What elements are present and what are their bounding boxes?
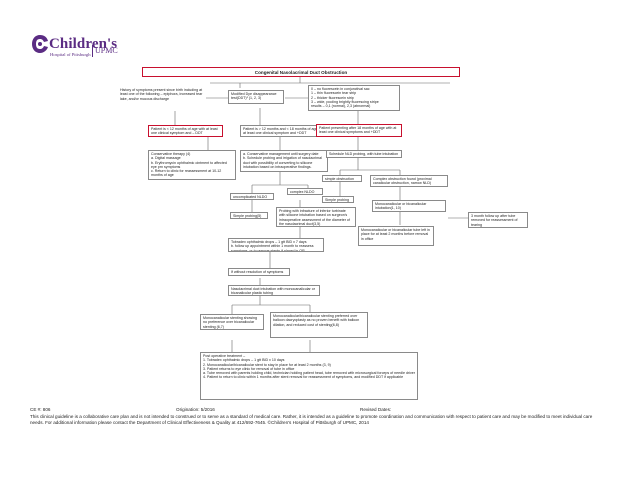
patient-12-18-box: Patient is > 12 months and < 18 months o… bbox=[240, 125, 328, 137]
origination-date: Origination: 5/2016 bbox=[176, 407, 215, 412]
mono-bi-preferred-box: Monocanalicular/bicanalicular stenting p… bbox=[270, 312, 368, 338]
ddt-test-box: Modified Dye disappearance test(DDT)¹ (1… bbox=[228, 90, 284, 104]
tobradex-box: Tobradex ophthalmic drops – 1 gtt BID x … bbox=[228, 238, 324, 252]
tube-in-place-box: Monocanalicular or bicanalicular tube le… bbox=[358, 226, 434, 246]
patient-over-18-box: Patient presenting after 18 months of ag… bbox=[316, 124, 402, 137]
simple-probing-b-box: Simple probing bbox=[322, 196, 354, 203]
no-resolution-box: If without resolution of symptoms bbox=[228, 268, 290, 276]
footer-disclaimer: This clinical guideline is a collaborati… bbox=[30, 414, 593, 425]
flowchart-title: Congenital Nasolacrimal Duct Obstruction bbox=[142, 67, 460, 77]
schedule-nld-box: Schedule NLD probing, with tube intubati… bbox=[326, 150, 402, 158]
ce-number: CE #: 806 bbox=[30, 407, 51, 412]
logo-hospital: Hospital of Pittsburgh bbox=[50, 52, 91, 57]
logo-upmc: UPMC bbox=[95, 46, 118, 55]
postop-box: Post operative treatment – 1. Tobradex o… bbox=[200, 352, 418, 400]
conservative-mgmt-box: a. Conservative management until surgery… bbox=[240, 150, 328, 172]
simple-probing-a-box: Simple probing(5) bbox=[230, 212, 268, 219]
nasolacrimal-intubation-box: Nasolacrimal duct intubation with monoca… bbox=[228, 285, 320, 296]
logo-name: Children's bbox=[49, 36, 118, 52]
followup-3mo-box: 3 month follow up after tube removed for… bbox=[468, 212, 528, 228]
complex-box: complex NLDO bbox=[287, 188, 323, 195]
probing-infracture-box: Probing with infracture of inferior turb… bbox=[276, 207, 356, 227]
mono-stenting-box: Monocanalicular stenting showing no pref… bbox=[200, 314, 264, 330]
simple-obstruction-box: simple obstruction bbox=[322, 175, 362, 182]
ddt-scale-box: 0 – no fluorescein in conjunctival sac 1… bbox=[308, 85, 400, 111]
childrens-hospital-logo-icon bbox=[32, 35, 48, 53]
history-box: History of symptoms present since birth … bbox=[118, 87, 206, 111]
footer-meta: CE #: 806 Origination: 5/2016 Revised Da… bbox=[30, 407, 590, 412]
revised-dates: Revised Dates: bbox=[360, 407, 392, 412]
patient-under-12-box: Patient is < 12 months of age with at le… bbox=[148, 125, 223, 137]
complex-obstruction-box: Complex obstruction found (proximal cana… bbox=[370, 175, 448, 187]
uncomplicated-box: uncomplicated NLDO bbox=[230, 193, 274, 200]
mono-bicanalicular-box: Monocanalicular or bicanalicular intubat… bbox=[372, 200, 446, 212]
conservative-therapy-box: Conservative therapy (4) a. Digital mass… bbox=[148, 150, 236, 180]
logo-divider bbox=[92, 45, 93, 57]
